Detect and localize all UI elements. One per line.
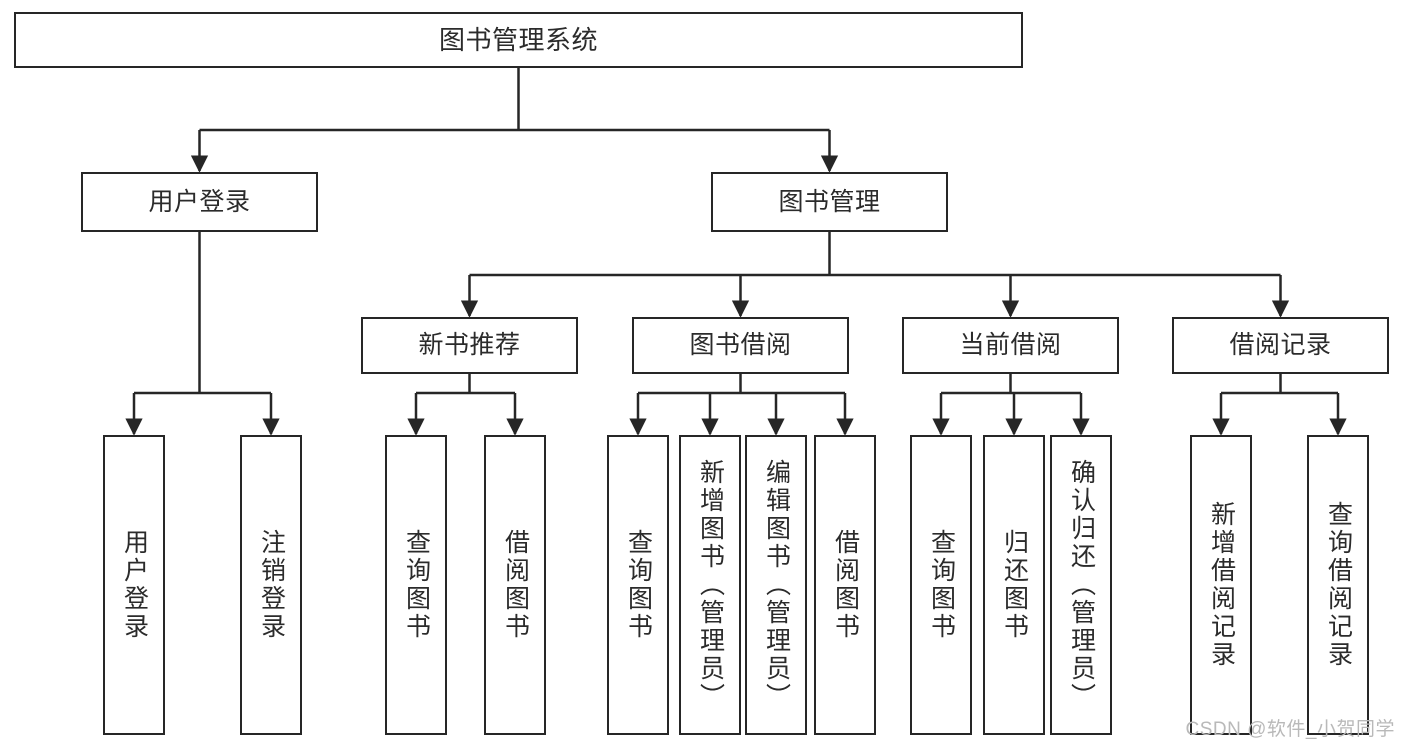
node-leaf-add-book[interactable]: 新增图书（管理员）: [679, 435, 741, 735]
node-label: 用户登录: [120, 529, 149, 641]
node-leaf-edit-book[interactable]: 编辑图书（管理员）: [745, 435, 807, 735]
node-leaf-query-record[interactable]: 查询借阅记录: [1307, 435, 1369, 735]
watermark-label: CSDN @软件_小贺同学: [1185, 719, 1395, 740]
node-leaf-confirm-return[interactable]: 确认归还（管理员）: [1050, 435, 1112, 735]
node-label: 查询借阅记录: [1324, 501, 1353, 669]
node-label: 图书管理系统: [438, 24, 598, 55]
node-label: 查询图书: [624, 529, 653, 641]
node-label: 图书管理: [778, 187, 881, 216]
node-leaf-borrow-book-1[interactable]: 借阅图书: [484, 435, 546, 735]
node-leaf-borrow-book-2[interactable]: 借阅图书: [814, 435, 876, 735]
node-leaf-query-book-1[interactable]: 查询图书: [385, 435, 447, 735]
node-label: 当前借阅: [959, 331, 1062, 359]
node-label: 新书推荐: [418, 331, 521, 359]
node-root[interactable]: 图书管理系统: [14, 12, 1023, 68]
node-leaf-add-record[interactable]: 新增借阅记录: [1190, 435, 1252, 735]
node-book-manage[interactable]: 图书管理: [711, 172, 948, 232]
node-label: 注销登录: [257, 529, 286, 641]
node-user-login[interactable]: 用户登录: [81, 172, 318, 232]
node-label: 查询图书: [927, 529, 956, 641]
node-leaf-query-book-3[interactable]: 查询图书: [910, 435, 972, 735]
node-leaf-logout[interactable]: 注销登录: [240, 435, 302, 735]
node-label: 确认归还（管理员）: [1067, 459, 1096, 711]
node-leaf-user-login[interactable]: 用户登录: [103, 435, 165, 735]
node-label: 新增图书（管理员）: [696, 459, 725, 711]
node-label: 查询图书: [402, 529, 431, 641]
node-label: 借阅图书: [501, 529, 530, 641]
node-label: 图书借阅: [689, 331, 792, 359]
node-label: 借阅记录: [1229, 331, 1332, 359]
node-current-borrow[interactable]: 当前借阅: [902, 317, 1119, 374]
node-borrow-record[interactable]: 借阅记录: [1172, 317, 1389, 374]
node-leaf-query-book-2[interactable]: 查询图书: [607, 435, 669, 735]
node-label: 借阅图书: [831, 529, 860, 641]
node-new-book-rec[interactable]: 新书推荐: [361, 317, 578, 374]
node-label: 编辑图书（管理员）: [762, 459, 791, 711]
node-label: 用户登录: [148, 187, 251, 216]
node-label: 新增借阅记录: [1207, 501, 1236, 669]
node-book-borrow[interactable]: 图书借阅: [632, 317, 849, 374]
node-label: 归还图书: [1000, 529, 1029, 641]
node-leaf-return-book[interactable]: 归还图书: [983, 435, 1045, 735]
